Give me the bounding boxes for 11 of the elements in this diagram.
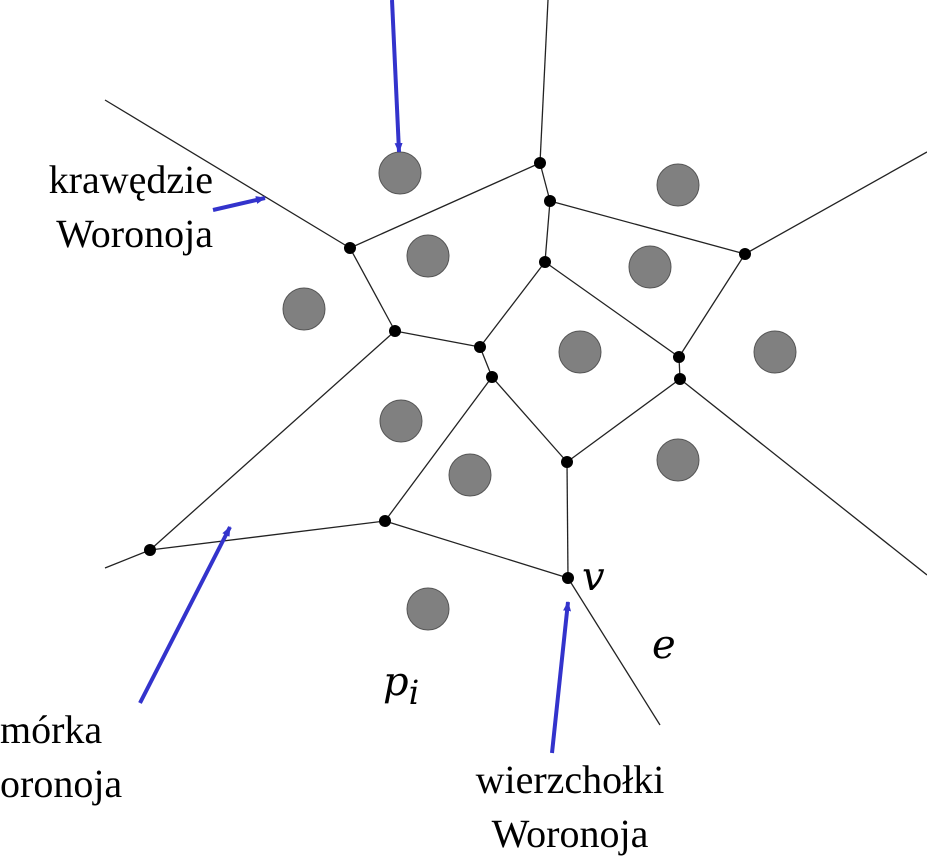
site-point (378, 152, 422, 194)
annotation-text: mórka oronoja (0, 703, 140, 811)
leader-arrow (138, 526, 232, 704)
math-symbol: v (582, 553, 605, 602)
leader-arrow (212, 196, 266, 212)
leader-arrow (550, 601, 572, 754)
annotation-text: wierzchołki Woronoja (445, 753, 695, 859)
leader-arrow (390, 0, 403, 154)
annotation-text: krawędzie Woronoja (8, 153, 213, 261)
math-symbol: e (652, 621, 676, 670)
math-symbol: p$_{i}$ (383, 658, 420, 714)
